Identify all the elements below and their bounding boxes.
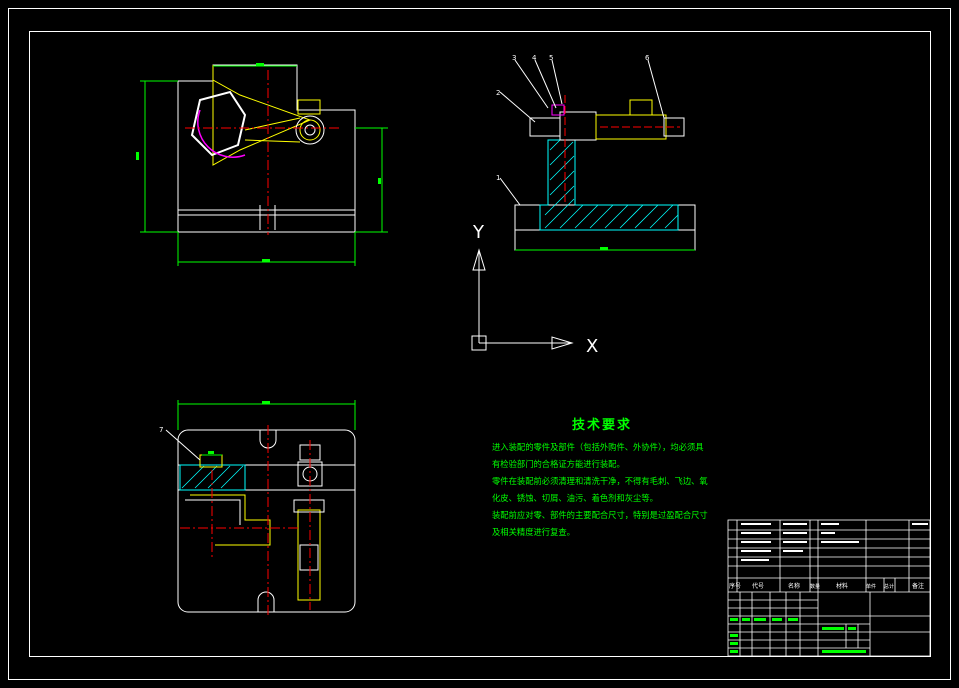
leader-number-5: 5: [549, 54, 553, 62]
svg-text:序号: 序号: [729, 582, 741, 590]
svg-text:单件: 单件: [866, 583, 876, 590]
svg-text:名称: 名称: [788, 582, 800, 590]
title-block: [727, 519, 931, 657]
svg-text:材料: 材料: [836, 582, 848, 590]
requirement-line: 有检验部门的合格证方能进行装配。: [492, 459, 625, 469]
svg-text:数量: 数量: [810, 583, 820, 590]
leader-number-4: 4: [532, 54, 537, 62]
svg-text:备注: 备注: [912, 582, 924, 590]
requirement-line: 装配前应对零、部件的主要配合尺寸，特别是过盈配合尺寸: [492, 510, 708, 520]
y-axis-label: Y: [472, 222, 485, 243]
title-block-fill: [741, 523, 928, 561]
leader-number-2: 2: [496, 89, 500, 97]
requirement-line: 及相关精度进行复查。: [492, 527, 575, 537]
outer-frame: [8, 8, 951, 680]
front-view: [136, 63, 388, 266]
leader-number-7: 7: [159, 426, 163, 434]
title-block-header: 序号 代号 名称 数量 材料 单件 总计 备注: [729, 582, 924, 590]
technical-requirements: 技术要求 进入装配的零件及部件（包括外购件、外协件），均必须具 有检验部门的合格…: [492, 414, 712, 541]
technical-requirements-title: 技术要求: [571, 418, 632, 433]
leader-number-1: 1: [496, 174, 500, 182]
requirement-line: 化皮、锈蚀、切屑、油污、着色剂和灰尘等。: [492, 493, 658, 503]
top-view: [165, 400, 356, 615]
requirement-line: 零件在装配前必须清理和清洗干净，不得有毛刺、飞边、氧: [492, 476, 708, 486]
leader-number-3: 3: [512, 54, 516, 62]
requirement-line: 进入装配的零件及部件（包括外购件、外协件），均必须具: [492, 442, 704, 452]
title-block-signature-marks: [730, 618, 866, 653]
inner-frame: [29, 31, 931, 657]
ucs-icon: [471, 248, 574, 351]
side-view: [499, 59, 696, 251]
x-axis-label: X: [586, 336, 598, 357]
svg-text:代号: 代号: [752, 582, 764, 590]
svg-text:总计: 总计: [884, 583, 894, 590]
leader-number-6: 6: [645, 54, 650, 62]
